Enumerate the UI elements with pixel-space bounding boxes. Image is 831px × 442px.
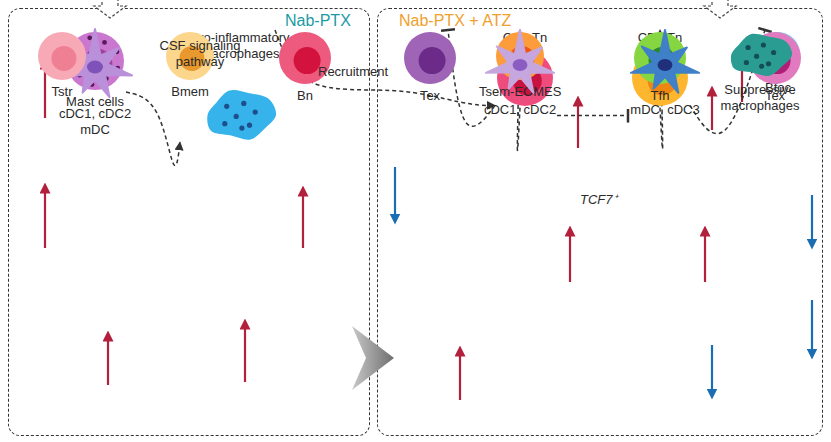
treatment-panel: Nab-PTXMast cellsPro-inflammatory macrop… — [8, 8, 370, 436]
connector — [126, 92, 180, 166]
cell-icon — [207, 90, 276, 140]
increase-arrow — [302, 191, 304, 248]
increase-arrow — [569, 231, 571, 282]
cell-label: cDC1, cDC2 — [484, 102, 556, 118]
increase-arrow — [577, 101, 579, 148]
gene-label: TCF7⁺ — [580, 190, 617, 208]
decrease-arrow — [811, 300, 813, 354]
cell-node: mDC, cDC3 — [628, 30, 702, 118]
cell-label: Tsem-EOMES — [479, 84, 561, 100]
cell-illustration — [202, 86, 278, 144]
connector — [275, 30, 495, 106]
cell-node: Tex — [402, 30, 458, 104]
decrease-arrow — [811, 195, 813, 244]
panel-heading: Nab-PTX — [285, 12, 351, 30]
decrease-arrow — [394, 167, 396, 219]
decrease-arrow — [711, 345, 713, 394]
cell-node: cDC1, cDC2 — [483, 30, 557, 118]
cell-label: mDC, cDC3 — [630, 102, 699, 118]
cell-label: Bmem — [171, 84, 209, 100]
cell-label: Tex — [420, 88, 440, 104]
connector — [557, 115, 628, 117]
panel-heading: Nab-PTX + ATZ — [399, 12, 511, 30]
edge-label: Recruitment — [318, 64, 388, 80]
cell-node: Tstr — [36, 30, 88, 100]
cell-icon — [731, 34, 792, 76]
cell-label: Tstr — [52, 84, 73, 100]
cell-label: Suppressive macrophages — [714, 82, 806, 113]
increase-arrow — [704, 231, 706, 282]
increase-arrow — [711, 91, 713, 130]
input-arrow — [94, 0, 126, 18]
cell-label: Tfh — [651, 88, 670, 104]
cell-icon — [404, 32, 456, 84]
increase-arrow — [244, 324, 246, 382]
increase-arrow — [44, 188, 46, 248]
cell-illustration — [628, 30, 702, 100]
increase-arrow — [107, 336, 109, 385]
input-arrow — [704, 0, 736, 18]
cell-node: Suppressive macrophages — [714, 30, 806, 113]
cell-illustration — [726, 30, 794, 80]
cell-icon — [631, 30, 699, 93]
cell-illustration — [36, 30, 88, 82]
treatment-panel: Nab-PTX + ATZCD8 TnCD4 TnBfocTexTsem-EOM… — [377, 8, 823, 436]
cell-label: cDC1, cDC2 mDC — [55, 106, 135, 137]
cell-icon — [38, 32, 86, 80]
edge-label: CSF signaling pathway — [150, 38, 250, 69]
trend-arrows — [45, 51, 812, 400]
transition-arrow — [352, 326, 394, 390]
connectors — [126, 30, 765, 166]
increase-arrow — [459, 351, 461, 400]
cell-label: Bn — [297, 88, 313, 104]
cell-illustration — [402, 30, 458, 86]
cell-icon — [486, 30, 554, 93]
cell-illustration — [483, 30, 557, 100]
